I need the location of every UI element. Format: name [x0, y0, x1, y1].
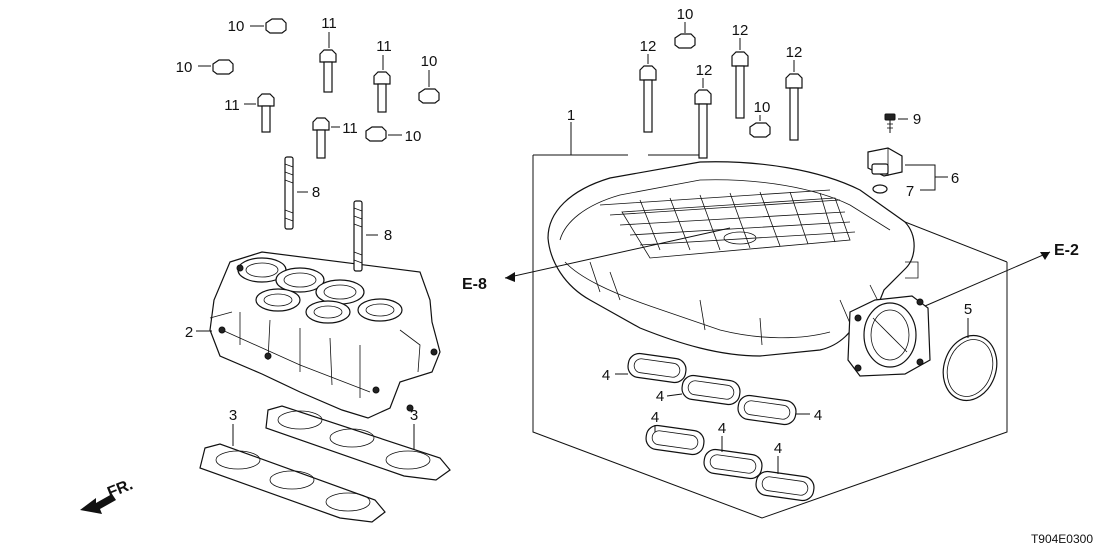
sensor-o-ring [872, 184, 888, 194]
map-sensor [867, 147, 903, 177]
manifold-gasket-upper [265, 405, 451, 481]
callout-11b: 11 [376, 38, 392, 55]
callout-10c: 10 [421, 53, 438, 70]
flange-bolt [312, 117, 340, 159]
flange-nut [749, 115, 771, 138]
callout-8a: 8 [312, 184, 320, 201]
callout-12b: 12 [696, 62, 713, 79]
callout-12c: 12 [732, 22, 749, 39]
callout-1: 1 [567, 107, 575, 124]
flange-bolt [319, 32, 337, 93]
callout-4e: 4 [718, 420, 726, 437]
callout-9: 9 [913, 111, 921, 128]
callout-4d: 4 [651, 409, 659, 426]
callout-10d: 10 [405, 128, 422, 145]
flange-bolt [373, 55, 391, 113]
flange-nut [418, 70, 440, 104]
flange-nut [365, 126, 402, 142]
callout-11c: 11 [224, 97, 240, 114]
ref-e8-label: E-8 [462, 276, 487, 293]
long-flange-bolt [694, 78, 712, 159]
callout-10b: 10 [176, 59, 193, 76]
flange-nut [674, 22, 696, 49]
callout-10a: 10 [228, 18, 245, 35]
stud-bolt [353, 200, 378, 272]
callout-3a: 3 [229, 407, 237, 424]
callout-10f: 10 [754, 99, 771, 116]
long-flange-bolt [785, 60, 803, 141]
callout-8b: 8 [384, 227, 392, 244]
lower-intake-manifold [209, 251, 441, 419]
sensor-screw [884, 113, 896, 133]
ref-e2-label: E-2 [1054, 242, 1079, 259]
callout-4f: 4 [774, 440, 782, 457]
flange-nut [198, 59, 234, 75]
callout-12d: 12 [786, 44, 803, 61]
callout-4c: 4 [814, 407, 822, 424]
front-marker-label: FR. [105, 476, 135, 501]
callout-11a: 11 [321, 15, 337, 32]
throttle-o-ring [942, 318, 998, 401]
callout-12a: 12 [640, 38, 657, 55]
callout-4b: 4 [656, 388, 664, 405]
flange-nut [250, 18, 287, 34]
port-gaskets [627, 352, 815, 502]
callout-2: 2 [185, 324, 193, 341]
stud-bolt [284, 156, 308, 230]
manifold-gasket-lower [199, 443, 386, 523]
flange-bolt [244, 93, 275, 133]
long-flange-bolt [639, 54, 657, 133]
callout-6: 6 [951, 170, 959, 187]
upper-intake-manifold [547, 161, 931, 377]
diagram-code: T904E0300 [1031, 532, 1093, 546]
callout-5: 5 [964, 301, 972, 318]
callout-11d: 11 [342, 120, 358, 137]
callout-7: 7 [906, 183, 914, 200]
front-arrow-icon [80, 494, 116, 514]
long-flange-bolt [731, 38, 749, 119]
callout-10e: 10 [677, 6, 694, 23]
callout-3b: 3 [410, 407, 418, 424]
callout-4a: 4 [602, 367, 610, 384]
